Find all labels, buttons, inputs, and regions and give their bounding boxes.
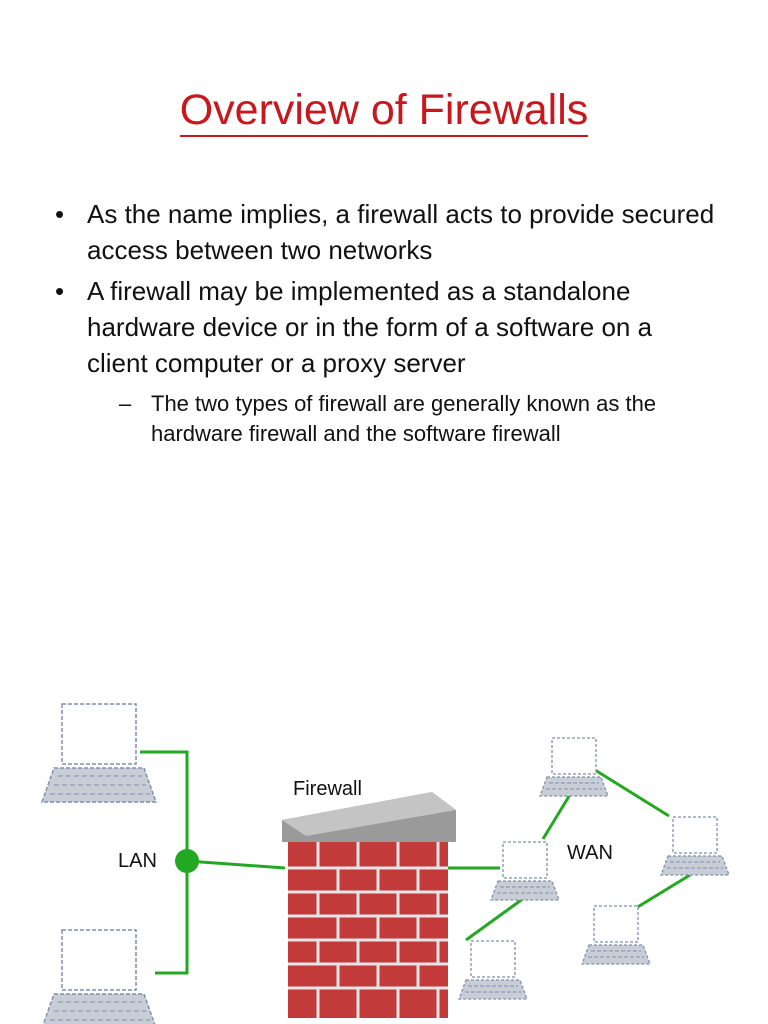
laptop-icon [539, 737, 609, 797]
sub-bullet-item: – The two types of firewall are generall… [119, 389, 715, 449]
lan-links [140, 750, 286, 975]
firewall-label: Firewall [293, 778, 362, 800]
bullet-text: As the name implies, a firewall acts to … [87, 199, 715, 265]
bullet-text: A firewall may be implemented as a stand… [87, 276, 653, 378]
laptop-icon [41, 929, 157, 1024]
hub-node-icon [175, 849, 199, 873]
network-diagram: LAN Firewall WAN [41, 703, 730, 1024]
laptop-icon [490, 841, 560, 901]
laptop-icon [458, 940, 528, 1000]
wan-label: WAN [567, 842, 613, 864]
sub-bullet-marker: – [119, 391, 132, 416]
bullet-item: • A firewall may be implemented as a sta… [55, 273, 715, 449]
bullet-list: • As the name implies, a firewall acts t… [55, 196, 715, 454]
bullet-marker: • [55, 276, 65, 306]
bullet-item: • As the name implies, a firewall acts t… [55, 196, 715, 268]
slide-title: Overview of Firewalls [0, 86, 768, 137]
brick-wall-icon [282, 792, 456, 1018]
wan-links [448, 768, 691, 942]
bullet-marker: • [55, 199, 65, 229]
laptop-icon [581, 905, 651, 965]
laptop-icon [41, 703, 157, 803]
lan-label: LAN [118, 850, 157, 872]
sub-bullet-text: The two types of firewall are generally … [151, 391, 657, 446]
laptop-icon [660, 816, 730, 876]
